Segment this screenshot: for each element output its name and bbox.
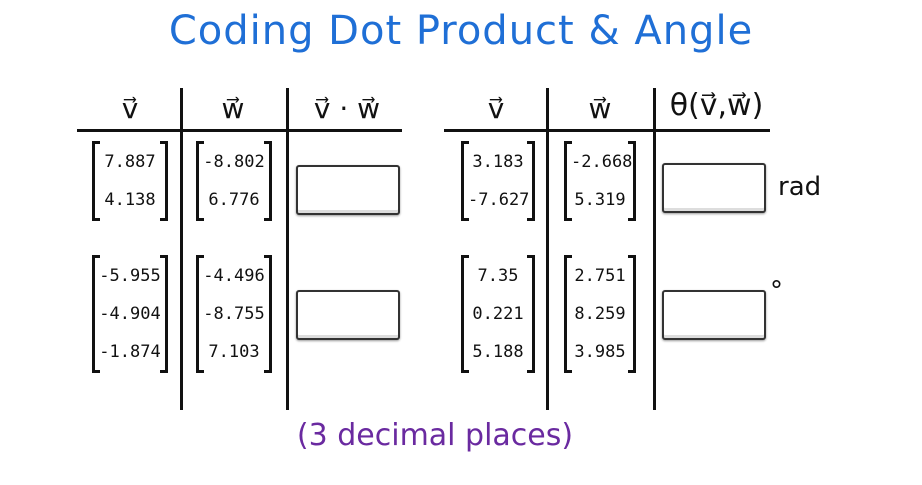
vector-w-row1-right: -2.668 5.319 xyxy=(564,141,636,221)
vector-component: 3.183 xyxy=(472,151,524,172)
header-angle: θ(v⃗,w⃗) xyxy=(669,88,764,123)
vector-w-row1-left: -8.802 6.776 xyxy=(196,141,272,221)
vector-component: 6.776 xyxy=(208,189,260,210)
vector-component: -5.955 xyxy=(99,265,161,286)
vector-v-row1-right: 3.183 -7.627 xyxy=(461,141,535,221)
vector-component: 7.103 xyxy=(208,341,260,362)
vector-component: -2.668 xyxy=(571,151,633,172)
vector-w-row2-left: -4.496 -8.755 7.103 xyxy=(196,255,272,373)
vector-component: -8.755 xyxy=(203,303,265,324)
vector-component: 5.188 xyxy=(472,341,524,362)
header-dot-product: v⃗ · w⃗ xyxy=(313,92,381,125)
vector-component: 4.138 xyxy=(104,189,156,210)
vector-component: 8.259 xyxy=(574,303,626,324)
vector-component: 2.751 xyxy=(574,265,626,286)
header-w-left: w⃗ xyxy=(221,92,245,125)
header-v-left: v⃗ xyxy=(121,92,139,125)
vector-component: 7.35 xyxy=(477,265,519,286)
angle-input-row2[interactable] xyxy=(662,290,766,340)
vector-component: -8.802 xyxy=(203,151,265,172)
header-w-right: w⃗ xyxy=(588,92,612,125)
angle-input-row1[interactable] xyxy=(662,163,766,213)
unit-degrees: ° xyxy=(770,276,783,306)
page-title: Coding Dot Product & Angle xyxy=(168,8,754,54)
right-table-divider-2 xyxy=(653,88,656,410)
vector-v-row2-right: 7.35 0.221 5.188 xyxy=(461,255,535,373)
vector-component: 5.319 xyxy=(574,189,626,210)
header-v-right: v⃗ xyxy=(487,92,505,125)
left-table-divider-1 xyxy=(180,88,183,410)
vector-v-row1-left: 7.887 4.138 xyxy=(92,141,168,221)
vector-w-row2-right: 2.751 8.259 3.985 xyxy=(564,255,636,373)
dot-product-input-row2[interactable] xyxy=(296,290,400,340)
vector-component: 0.221 xyxy=(472,303,524,324)
left-table-header-rule xyxy=(77,129,402,132)
vector-component: -7.627 xyxy=(468,189,530,210)
vector-component: -4.496 xyxy=(203,265,265,286)
vector-v-row2-left: -5.955 -4.904 -1.874 xyxy=(92,255,168,373)
right-table-divider-1 xyxy=(546,88,549,410)
vector-component: -1.874 xyxy=(99,341,161,362)
vector-component: 3.985 xyxy=(574,341,626,362)
vector-component: -4.904 xyxy=(99,303,161,324)
instruction-note: (3 decimal places) xyxy=(296,418,574,453)
left-table-divider-2 xyxy=(286,88,289,410)
dot-product-input-row1[interactable] xyxy=(296,165,400,215)
vector-component: 7.887 xyxy=(104,151,156,172)
unit-rad: rad xyxy=(778,172,822,202)
right-table-header-rule xyxy=(444,129,770,132)
